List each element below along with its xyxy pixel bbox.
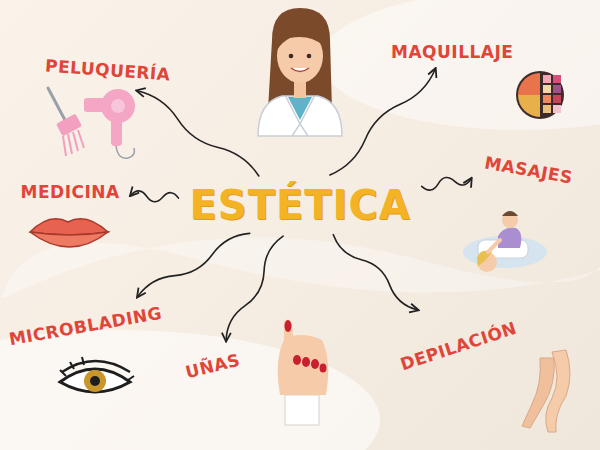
swoosh [0, 330, 380, 450]
category-text: MICROBLADING [7, 303, 163, 350]
category-label: MICROBLADING [3, 300, 168, 352]
hairdresser-tools [48, 88, 135, 158]
massage-scene [463, 211, 547, 272]
category-label: UÑAS [179, 347, 246, 386]
squiggle-arrow [131, 191, 179, 202]
esthetician-figure [258, 8, 342, 136]
lips-icon [30, 219, 108, 247]
category-text: DEPILACIÓN [397, 318, 518, 374]
category-label: PELUQUERÍA [40, 53, 175, 86]
category-text: UÑAS [183, 350, 242, 383]
squiggle-arrow [138, 233, 250, 296]
eye-icon [60, 357, 134, 392]
squiggle-arrow [333, 235, 417, 310]
category-text: MAQUILLAJE [391, 42, 513, 62]
category-label: MAQUILLAJE [387, 40, 517, 64]
category-label: MASAJES [478, 150, 578, 191]
makeup-palette [516, 71, 564, 119]
squiggle-arrow [137, 91, 259, 176]
category-text: MEDICINA [21, 182, 120, 202]
hand-nails-icon [278, 319, 329, 425]
squiggle-arrow [330, 69, 435, 175]
category-label: DEPILACIÓN [393, 315, 523, 378]
category-label: MEDICINA [17, 180, 124, 204]
category-text: PELUQUERÍA [44, 56, 171, 85]
category-text: MASAJES [482, 152, 573, 187]
legs-icon [522, 350, 570, 432]
squiggle-arrow [422, 177, 472, 190]
central-topic: ESTÉTICA [186, 180, 415, 230]
topic-text: ESTÉTICA [190, 182, 411, 228]
squiggle-arrow [226, 236, 283, 340]
swoosh [320, 0, 600, 130]
